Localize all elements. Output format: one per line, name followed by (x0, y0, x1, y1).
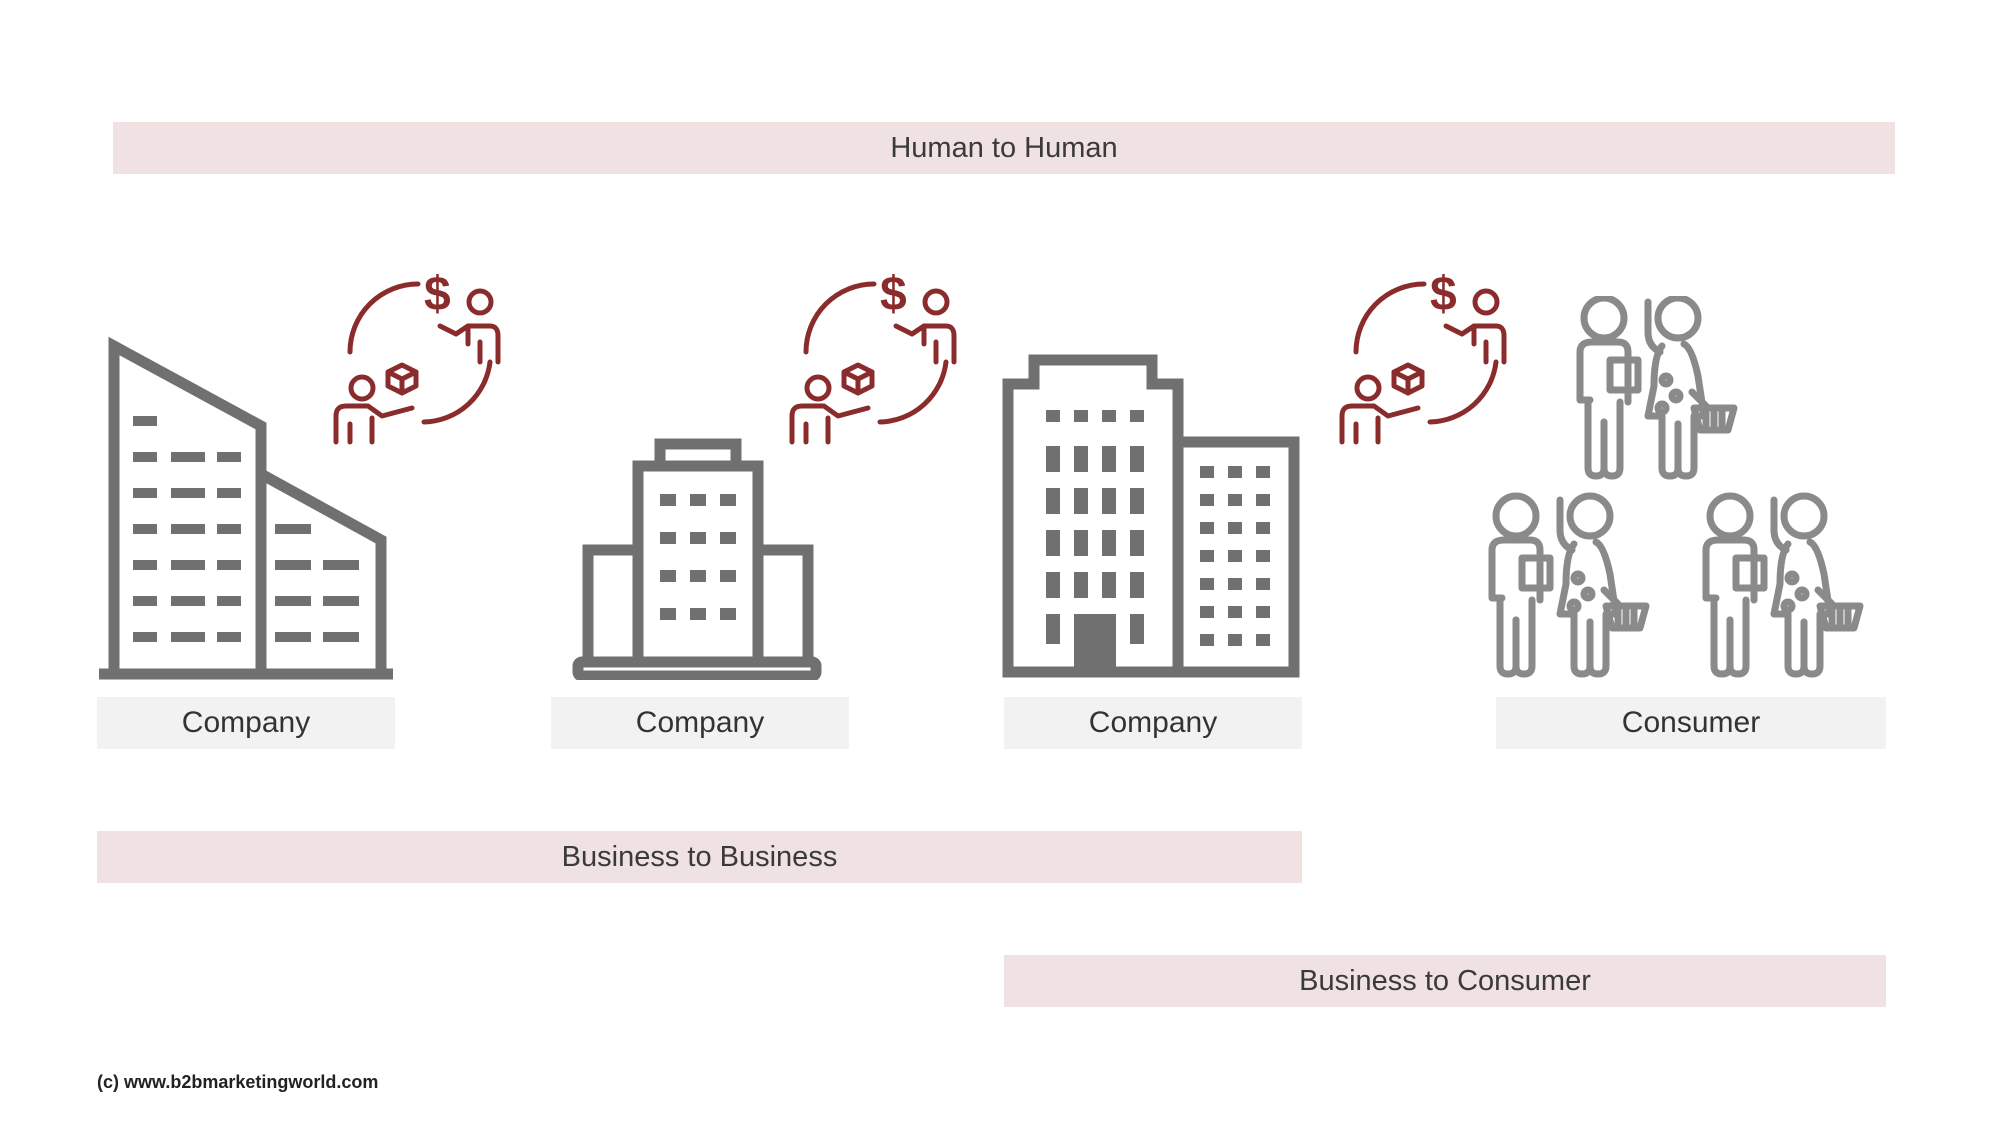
building-icon (1002, 354, 1300, 678)
svg-text:$: $ (1430, 268, 1457, 321)
svg-text:$: $ (424, 268, 451, 321)
exchange-icon: $ (1339, 268, 1507, 445)
company-label: Company (1004, 697, 1302, 749)
building-icon (572, 438, 822, 680)
band-human-to-human: Human to Human (113, 122, 1895, 174)
company-label: Company (551, 697, 849, 749)
svg-text:$: $ (880, 268, 907, 321)
building-icon (99, 336, 393, 680)
exchange-icon: $ (789, 268, 957, 445)
consumer-label: Consumer (1496, 697, 1886, 749)
company-label: Company (97, 697, 395, 749)
consumer-group-icon (1478, 296, 1882, 680)
band-business-to-business: Business to Business (97, 831, 1302, 883)
copyright-text: (c) www.b2bmarketingworld.com (97, 1072, 379, 1092)
band-business-to-consumer: Business to Consumer (1004, 955, 1886, 1007)
exchange-icon: $ (333, 268, 501, 445)
